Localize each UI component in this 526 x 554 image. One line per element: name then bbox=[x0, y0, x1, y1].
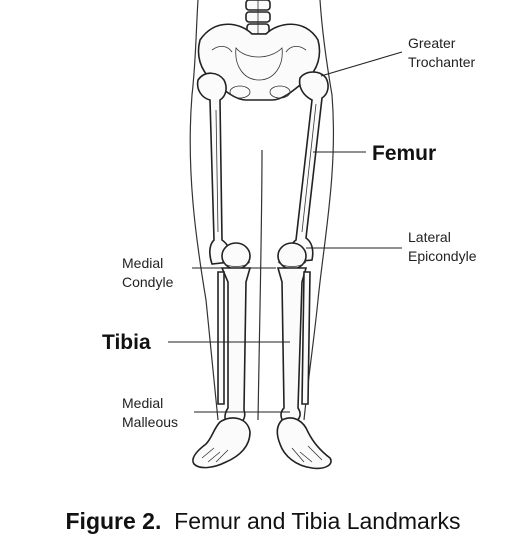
label-greater-trochanter: Greater Trochanter bbox=[408, 35, 476, 70]
figure-caption: Figure 2. Femur and Tibia Landmarks bbox=[0, 508, 526, 535]
labels: Greater Trochanter Femur Lateral Epicond… bbox=[102, 35, 477, 430]
left-tibia bbox=[276, 267, 311, 423]
leader-greater-trochanter bbox=[320, 51, 403, 77]
figure-number: Figure 2. bbox=[65, 508, 162, 534]
label-lateral-epicondyle: Lateral Epicondyle bbox=[408, 229, 477, 264]
figure-title: Femur and Tibia Landmarks bbox=[174, 508, 461, 534]
label-femur: Femur bbox=[372, 142, 436, 165]
label-medial-malleous: Medial Malleous bbox=[122, 395, 178, 430]
right-femur bbox=[196, 72, 232, 265]
knees bbox=[221, 242, 307, 270]
body-outline bbox=[189, 0, 335, 421]
label-medial-condyle: Medial Condyle bbox=[122, 255, 174, 290]
left-femur bbox=[289, 71, 329, 263]
right-tibia bbox=[217, 267, 252, 425]
left-foot bbox=[276, 417, 332, 470]
label-tibia: Tibia bbox=[102, 331, 151, 354]
leader-lines bbox=[168, 51, 403, 413]
right-foot bbox=[192, 417, 251, 469]
